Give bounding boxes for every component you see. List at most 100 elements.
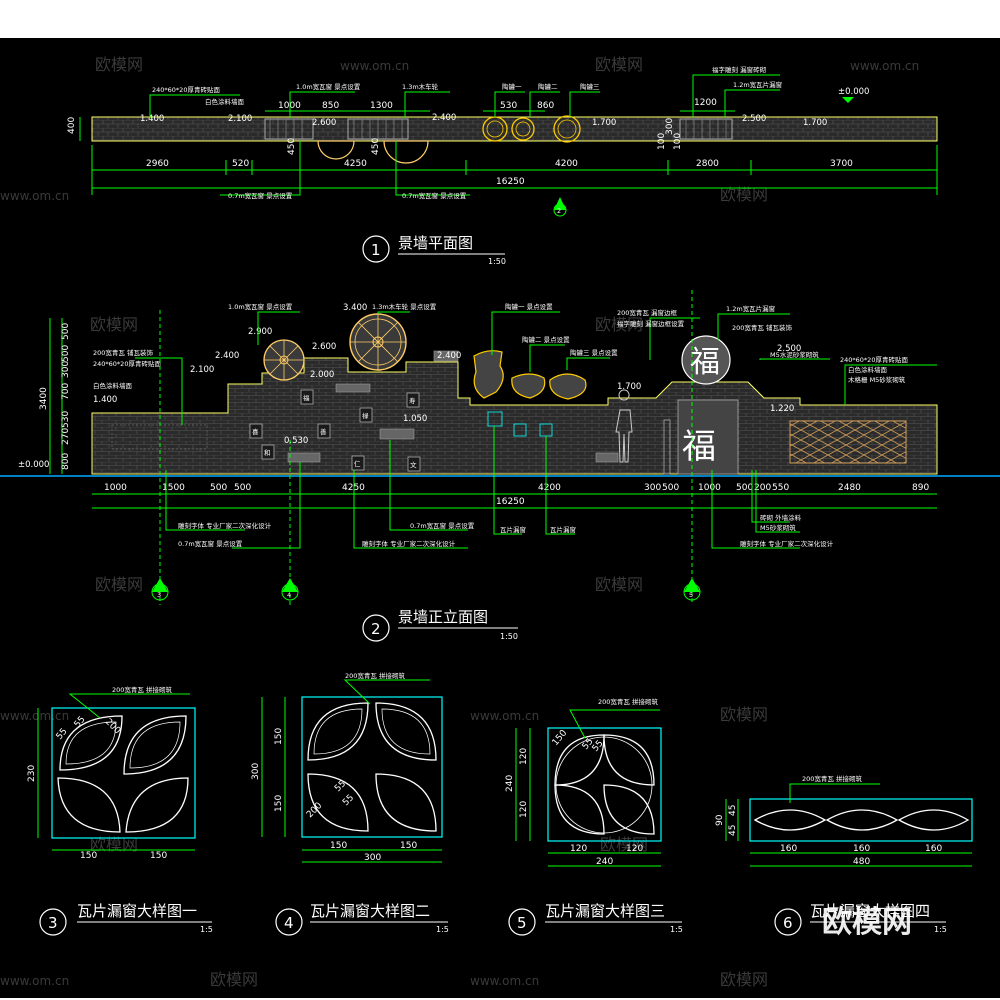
- svg-text:700: 700: [61, 383, 71, 400]
- svg-text:陶罐三: 陶罐三: [580, 82, 600, 91]
- detail-5-title: 瓦片漏窗大样图三: [545, 902, 665, 920]
- svg-text:1.700: 1.700: [592, 118, 616, 128]
- plan-thickness-dim: 400: [67, 117, 77, 134]
- svg-text:890: 890: [912, 483, 929, 493]
- watermark-logo: 欧模网: [822, 905, 912, 940]
- svg-text:2.600: 2.600: [312, 342, 336, 352]
- svg-text:2800: 2800: [696, 159, 719, 169]
- svg-text:和: 和: [264, 448, 271, 457]
- svg-text:0.7m宽瓦窗 景点设置: 0.7m宽瓦窗 景点设置: [178, 539, 243, 548]
- svg-text:喜: 喜: [252, 427, 259, 436]
- svg-text:砖砌 外墙涂料: 砖砌 外墙涂料: [760, 513, 802, 522]
- svg-text:2.600: 2.600: [312, 118, 336, 128]
- svg-text:1500: 1500: [162, 483, 185, 493]
- svg-text:200宽青瓦 拼接砌筑: 200宽青瓦 拼接砌筑: [802, 774, 862, 783]
- svg-text:45: 45: [728, 825, 738, 836]
- svg-text:300: 300: [251, 763, 261, 780]
- elevation-pot-3: [549, 373, 587, 400]
- svg-text:200: 200: [754, 483, 771, 493]
- watermark-url: www.om.cn: [0, 709, 69, 723]
- watermark-url: www.om.cn: [470, 974, 539, 988]
- plan-scale: 1:50: [488, 257, 506, 266]
- svg-text:0.7m宽瓦窗 景点设置: 0.7m宽瓦窗 景点设置: [410, 521, 475, 530]
- svg-text:200宽青瓦 拼接砌筑: 200宽青瓦 拼接砌筑: [598, 697, 658, 706]
- svg-text:530: 530: [61, 411, 71, 428]
- svg-text:240*60*20厚青砖贴面: 240*60*20厚青砖贴面: [152, 85, 220, 94]
- detail-6: 200宽青瓦 拼接砌筑 45 45 90 160 160 160 480 6 瓦…: [715, 774, 973, 936]
- svg-text:1.400: 1.400: [140, 114, 164, 124]
- svg-text:雕刻字体 专业厂家二次深化设计: 雕刻字体 专业厂家二次深化设计: [178, 521, 272, 530]
- plan-view: 400 2960 520 4250 4200 2800 3700 16250 1…: [67, 65, 938, 266]
- elevation-section-markers: 3 4 5: [151, 290, 701, 605]
- svg-text:270: 270: [61, 428, 71, 445]
- svg-text:1000: 1000: [698, 483, 721, 493]
- watermark-text: 欧模网: [595, 315, 643, 334]
- elevation-pot-1: [473, 350, 504, 399]
- svg-text:45: 45: [728, 805, 738, 816]
- svg-text:450: 450: [371, 138, 381, 155]
- svg-text:瓦片漏窗: 瓦片漏窗: [550, 525, 576, 534]
- svg-text:2.500: 2.500: [742, 114, 766, 124]
- elevation-level-marks: 2.900 3.400 2.600 2.400 2.100 2.000 2.40…: [18, 303, 801, 470]
- svg-text:禄: 禄: [362, 411, 369, 420]
- svg-text:150: 150: [274, 795, 284, 812]
- svg-text:陶罐一 景点设置: 陶罐一 景点设置: [505, 302, 553, 311]
- svg-text:福字雕刻 漏窗边框设置: 福字雕刻 漏窗边框设置: [617, 319, 685, 328]
- svg-text:2960: 2960: [146, 159, 169, 169]
- svg-text:2.400: 2.400: [215, 351, 239, 361]
- plan-title: 景墙平面图: [398, 234, 473, 252]
- svg-text:1:5: 1:5: [670, 925, 683, 934]
- svg-text:230: 230: [27, 765, 37, 782]
- elevation-title-block: 2 景墙正立面图 1:50: [362, 608, 518, 642]
- svg-text:480: 480: [853, 857, 870, 867]
- plan-wheel-2: [383, 140, 429, 164]
- elevation-wheel-small: [263, 339, 305, 381]
- svg-text:500: 500: [61, 345, 71, 362]
- svg-text:100: 100: [673, 133, 683, 150]
- svg-text:M5砂浆砌筑: M5砂浆砌筑: [760, 523, 796, 532]
- svg-text:240*60*20厚青砖贴面: 240*60*20厚青砖贴面: [93, 359, 161, 368]
- detail-4-title: 瓦片漏窗大样图二: [310, 902, 430, 920]
- watermark-text: 欧模网: [210, 970, 258, 989]
- watermark-text: 欧模网: [720, 970, 768, 989]
- svg-text:200宽青瓦 拼接砌筑: 200宽青瓦 拼接砌筑: [112, 685, 172, 694]
- svg-text:4200: 4200: [538, 483, 561, 493]
- svg-text:2: 2: [557, 207, 561, 215]
- svg-text:200宽青瓦 铺瓦装饰: 200宽青瓦 铺瓦装饰: [732, 323, 792, 332]
- svg-text:150: 150: [150, 851, 167, 861]
- svg-text:300: 300: [364, 853, 381, 863]
- watermark-text: 欧模网: [720, 185, 768, 204]
- svg-text:4200: 4200: [555, 159, 578, 169]
- watermark-text: 欧模网: [95, 575, 143, 594]
- svg-text:2480: 2480: [838, 483, 861, 493]
- watermark-url: www.om.cn: [470, 709, 539, 723]
- fu-character-top: 福: [690, 345, 720, 380]
- plan-title-block: 1 景墙平面图 1:50: [362, 234, 506, 266]
- svg-text:陶罐三 景点设置: 陶罐三 景点设置: [570, 348, 618, 357]
- svg-text:仁: 仁: [354, 459, 361, 468]
- svg-text:1:5: 1:5: [200, 925, 213, 934]
- svg-text:150: 150: [80, 851, 97, 861]
- svg-text:1.3m木车轮 景点设置: 1.3m木车轮 景点设置: [372, 302, 437, 311]
- svg-text:1200: 1200: [694, 98, 717, 108]
- svg-text:450: 450: [287, 138, 297, 155]
- plan-segment-dims: 2960 520 4250 4200 2800 3700 16250: [91, 145, 938, 195]
- svg-text:1.0m宽瓦窗 景点设置: 1.0m宽瓦窗 景点设置: [296, 82, 361, 91]
- plan-wall: [91, 116, 938, 142]
- svg-text:4250: 4250: [344, 159, 367, 169]
- svg-text:3700: 3700: [830, 159, 853, 169]
- plan-pot-2: [511, 117, 535, 141]
- svg-text:500: 500: [61, 323, 71, 340]
- svg-text:0.7m宽瓦窗 景点设置: 0.7m宽瓦窗 景点设置: [402, 191, 467, 200]
- svg-text:1.700: 1.700: [617, 382, 641, 392]
- plan-notes: 240*60*20厚青砖贴面 白色涂料墙面 1.0m宽瓦窗 景点设置 1.3m木…: [149, 65, 782, 200]
- elevation-char-tiles: 福 禄 寿 喜 善 仁 和 文: [249, 389, 421, 472]
- watermark-url: www.om.cn: [850, 59, 919, 73]
- elevation-pot-2: [511, 373, 546, 399]
- watermark-text: 欧模网: [90, 835, 138, 854]
- svg-text:850: 850: [322, 101, 339, 111]
- svg-text:500: 500: [210, 483, 227, 493]
- elevation-title-number: 2: [371, 620, 381, 638]
- svg-text:寿: 寿: [409, 396, 416, 405]
